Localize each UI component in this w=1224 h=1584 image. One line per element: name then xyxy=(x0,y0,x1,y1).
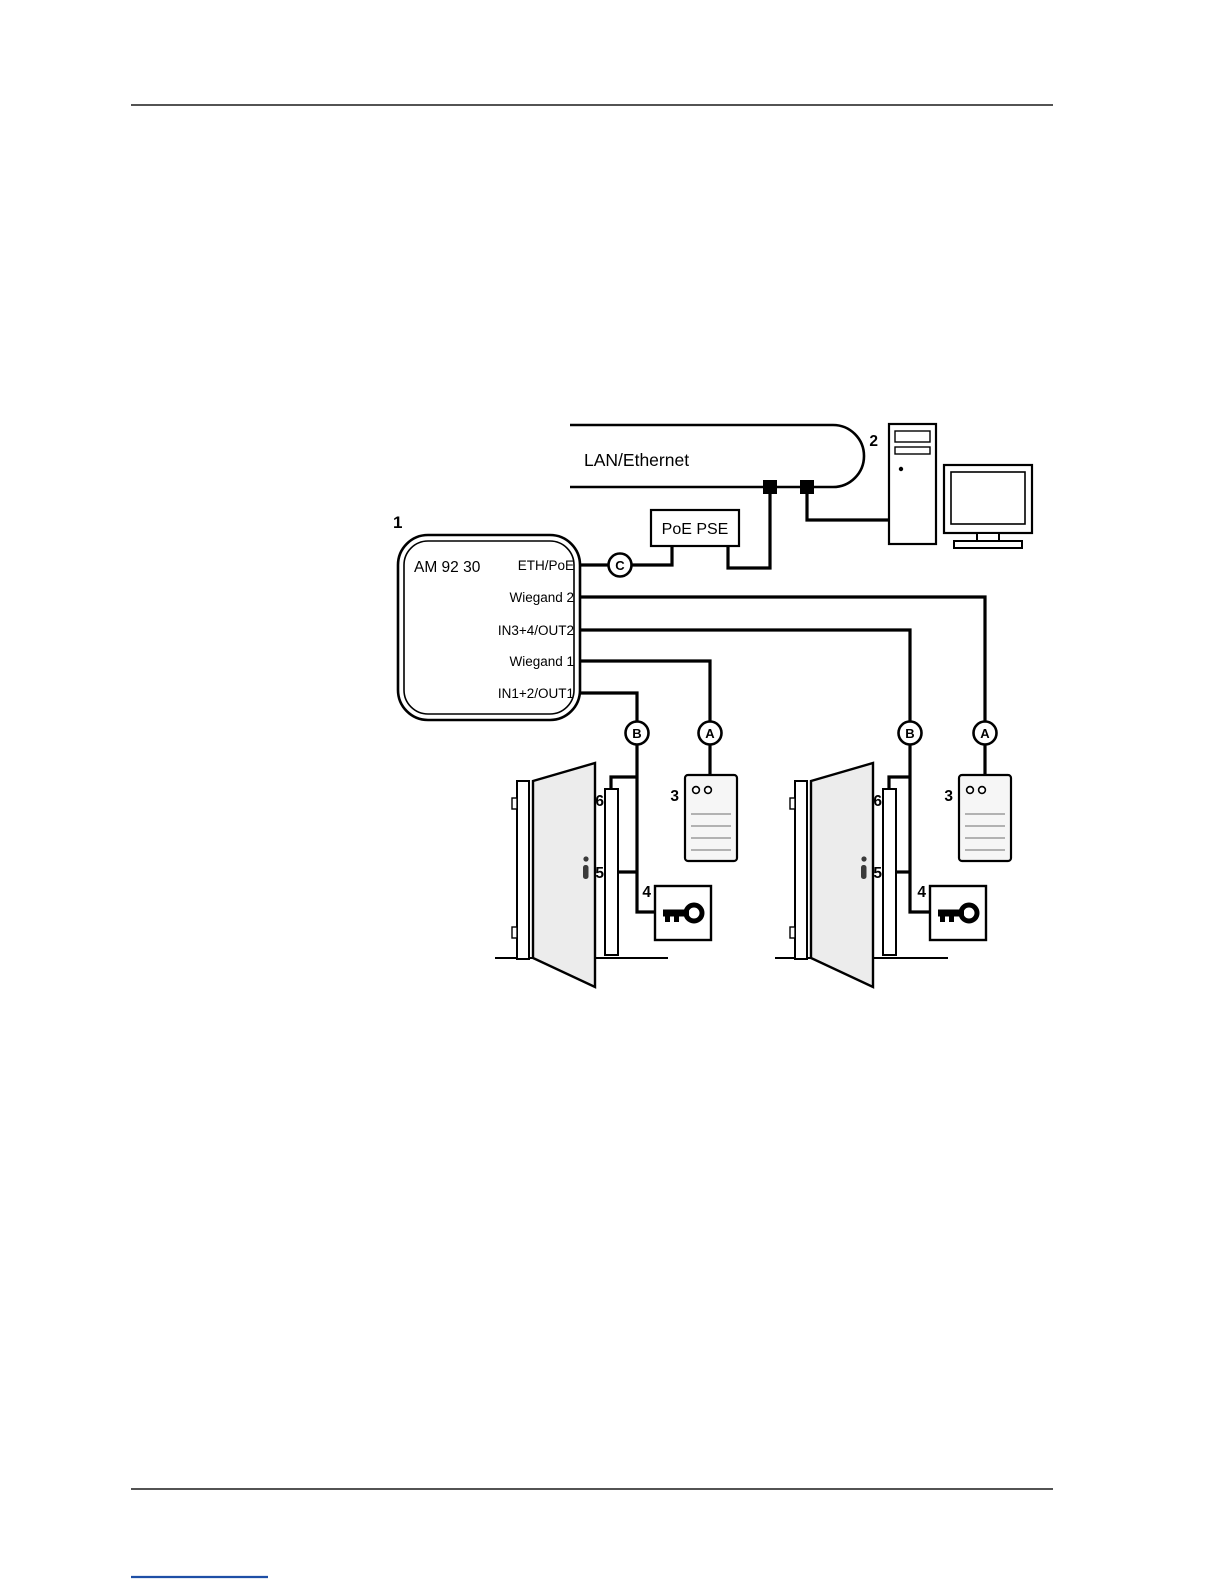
reader-led-1 xyxy=(965,785,975,795)
key-shaft xyxy=(663,909,689,917)
monitor-screen xyxy=(950,471,1026,525)
callout-reader: 3 xyxy=(944,788,953,805)
callout-door-opener: 6 xyxy=(595,793,604,810)
monitor-base xyxy=(953,540,1023,549)
callout-key-switch: 4 xyxy=(917,884,926,901)
reader-slots xyxy=(965,813,1005,851)
callout-door-opener: 6 xyxy=(873,793,882,810)
key-icon xyxy=(938,902,980,924)
wire-computer-to-lan xyxy=(805,492,890,522)
callout-door-contact: 5 xyxy=(873,865,882,882)
hinge-bottom xyxy=(511,926,518,939)
callout-computer: 2 xyxy=(869,433,878,450)
connection-points: C B A B A xyxy=(607,552,998,746)
door-frame-latch-side xyxy=(604,788,619,956)
wire-in34-opener-branch xyxy=(887,775,910,789)
poe-pse-injector: PoE PSE xyxy=(649,508,741,548)
callout-key-switch: 4 xyxy=(642,884,651,901)
wire-in12-out1-main xyxy=(580,691,655,914)
reader-body xyxy=(683,773,739,863)
connection-point-b-left: B xyxy=(624,720,650,746)
poe-pse-box xyxy=(649,508,741,548)
connection-circle xyxy=(897,720,923,746)
door-left: 6 5 xyxy=(495,761,668,989)
key-tooth-2 xyxy=(949,916,954,922)
poe-pse-label: PoE PSE xyxy=(662,521,729,538)
tower-power-button xyxy=(898,466,904,472)
connection-circle xyxy=(972,720,998,746)
port-label-in34-out2: IN3+4/OUT2 xyxy=(498,623,574,638)
connection-letter: B xyxy=(632,726,641,741)
computer: 2 xyxy=(869,422,1034,549)
key-shaft xyxy=(938,909,964,917)
callout-controller: 1 xyxy=(393,513,402,532)
connection-letter: C xyxy=(615,558,625,573)
wire-wiegand1-to-reader-left xyxy=(580,659,712,775)
port-label-wiegand1: Wiegand 1 xyxy=(509,654,574,669)
connection-letter: A xyxy=(980,726,990,741)
tower-bay-2 xyxy=(894,446,931,455)
door-frame-hinge-side xyxy=(794,780,808,960)
key-tooth-1 xyxy=(665,916,670,922)
computer-tower-icon xyxy=(887,422,938,546)
controller-inner-border xyxy=(403,540,575,715)
key-icon xyxy=(663,902,705,924)
tower-body xyxy=(887,422,938,546)
port-label-wiegand2: Wiegand 2 xyxy=(509,590,574,605)
reader-led-2 xyxy=(977,785,987,795)
door-handle-knob xyxy=(583,856,589,862)
lan-tap-pse xyxy=(763,480,777,494)
lan-ethernet-bus: LAN/Ethernet xyxy=(570,423,866,489)
key-tooth-2 xyxy=(674,916,679,922)
hinge-top xyxy=(789,797,796,810)
connection-point-a-left: A xyxy=(697,720,723,746)
computer-monitor-icon xyxy=(942,463,1034,549)
reader-led-2 xyxy=(703,785,713,795)
wiring xyxy=(580,492,987,914)
hinge-top xyxy=(511,797,518,810)
wire-pse-to-lan xyxy=(726,492,772,570)
monitor-neck xyxy=(976,532,1000,542)
controller-am9230: 1 AM 92 30 ETH/PoE Wiegand 2 IN3+4/OUT2 … xyxy=(393,513,582,722)
door-handle xyxy=(583,865,589,879)
wire-in34-out2-main xyxy=(580,628,930,914)
connection-circle xyxy=(607,552,633,578)
lan-tap-computer xyxy=(800,480,814,494)
door-handle-knob xyxy=(861,856,867,862)
connection-point-b-right: B xyxy=(897,720,923,746)
connection-circle xyxy=(697,720,723,746)
door-frame-hinge-side xyxy=(516,780,530,960)
reader-body xyxy=(957,773,1013,863)
door-right: 6 5 xyxy=(775,761,948,989)
door-leaf xyxy=(809,761,875,989)
port-label-eth-poe: ETH/PoE xyxy=(518,558,574,573)
reader-led-1 xyxy=(691,785,701,795)
key-switch-right: 4 xyxy=(917,884,988,942)
wire-in12-opener-branch xyxy=(609,775,637,789)
lan-bus-outline xyxy=(570,423,866,489)
key-switch-left: 4 xyxy=(642,884,713,942)
callout-reader: 3 xyxy=(670,788,679,805)
connection-circle xyxy=(624,720,650,746)
card-reader-left: 3 xyxy=(670,773,739,863)
callout-door-contact: 5 xyxy=(595,865,604,882)
door-handle xyxy=(861,865,867,879)
wire-wiegand2-to-reader-right xyxy=(580,595,987,775)
connection-point-a-right: A xyxy=(972,720,998,746)
connection-letter: A xyxy=(705,726,715,741)
connection-letter: B xyxy=(905,726,914,741)
port-label-in12-out1: IN1+2/OUT1 xyxy=(498,686,574,701)
reader-slots xyxy=(691,813,731,851)
lan-label: LAN/Ethernet xyxy=(584,450,689,470)
door-leaf xyxy=(531,761,597,989)
door-frame-latch-side xyxy=(882,788,897,956)
tower-bay-1 xyxy=(894,430,931,443)
hinge-bottom xyxy=(789,926,796,939)
card-reader-right: 3 xyxy=(944,773,1013,863)
controller-model-label: AM 92 30 xyxy=(414,559,481,576)
key-tooth-1 xyxy=(940,916,945,922)
connection-point-c: C xyxy=(607,552,633,578)
